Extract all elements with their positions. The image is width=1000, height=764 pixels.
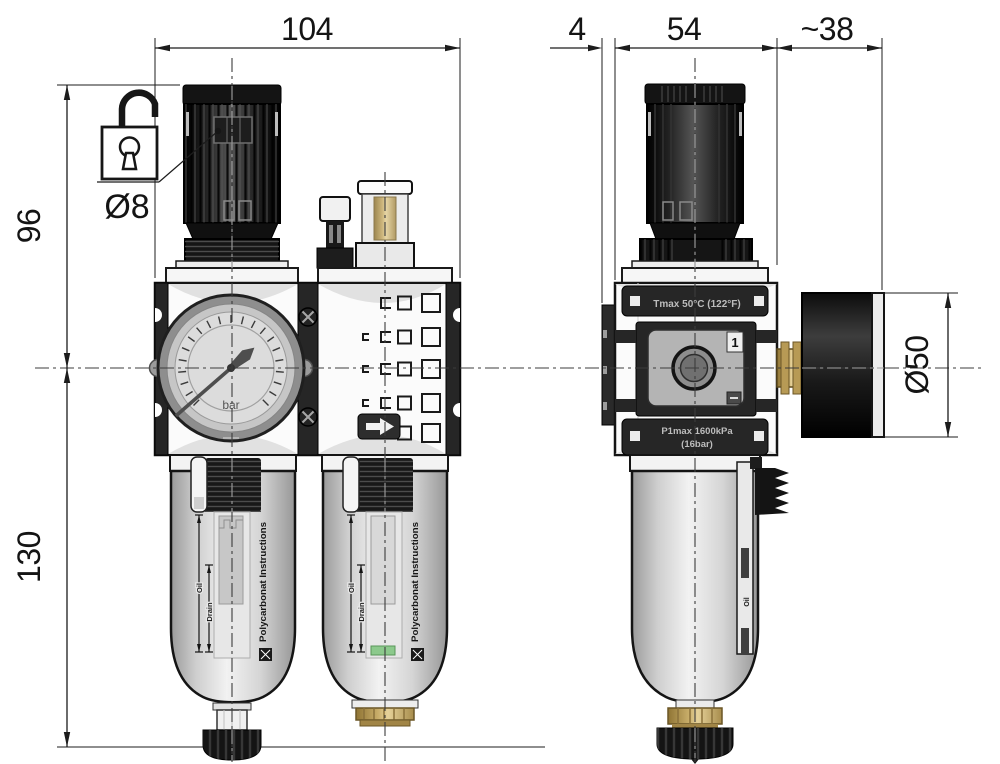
gauge-unit-label: bar	[222, 398, 239, 412]
oil-level-label: Oil	[744, 597, 751, 606]
dim-gauge-diameter: Ø50	[899, 336, 935, 395]
port-number-label: 1	[731, 335, 738, 350]
bowl-release-clip	[750, 457, 789, 515]
oil-level-label: Oil	[347, 583, 356, 593]
tmax-label: Tmax 50°C (122°F)	[653, 299, 740, 310]
dim-height-upper: 96	[11, 209, 47, 244]
open-padlock-icon	[118, 89, 159, 127]
dimension-arrows	[63, 44, 952, 747]
flow-arrow-icon	[357, 413, 401, 440]
p1max-label-line1: P1max 1600kPa	[661, 426, 733, 437]
side-body-block: Tmax 50°C (122°F) 1 P1max 1600	[601, 281, 779, 457]
p1max-label-line2: (16bar)	[681, 439, 713, 450]
oil-level-label: Oil	[195, 583, 204, 593]
filter-bowl-front: Oil Drain Polycarbonat Instructions	[169, 454, 297, 761]
dim-bracket-offset: 4	[568, 11, 585, 47]
extension-lines	[57, 38, 958, 438]
gauge-ticks	[178, 315, 284, 406]
screw-icon	[298, 407, 318, 427]
lubricator-top	[316, 180, 453, 284]
dim-width-front: 104	[281, 11, 333, 47]
gauge-side	[776, 292, 885, 438]
oil-level-indicator	[370, 645, 396, 656]
dim-gauge-depth: ~38	[801, 11, 854, 47]
bowl-material-text: Polycarbonat Instructions	[258, 522, 269, 642]
gauge-face-edge	[871, 292, 885, 438]
dimension-lines	[66, 47, 949, 747]
port-panel: 1	[615, 321, 777, 417]
side-view: Tmax 50°C (122°F) 1 P1max 1600	[601, 83, 885, 764]
metering-screw	[319, 196, 351, 222]
gauge-needle	[174, 347, 255, 418]
front-view: bar Oil Drain Polycarbonat Instr	[148, 84, 462, 761]
drain-level-label: Drain	[357, 602, 366, 622]
drain-level-label: Drain	[205, 602, 214, 622]
bowl-side: Oil	[629, 454, 789, 764]
dimensions: 104 96 130 4 54 ~38 Ø50 Ø8	[11, 11, 958, 747]
logo-icon	[411, 648, 424, 661]
bowl-material-text: Polycarbonat Instructions	[410, 522, 421, 642]
centerlines-over-dark	[231, 84, 884, 760]
dim-knob-bore: Ø8	[104, 188, 149, 226]
logo-icon	[259, 648, 272, 661]
dim-width-side: 54	[667, 11, 702, 47]
lock-callout: Ø8	[97, 89, 222, 226]
screw-icon	[298, 307, 318, 327]
dim-height-lower: 130	[11, 531, 47, 583]
leader-line	[158, 130, 219, 183]
